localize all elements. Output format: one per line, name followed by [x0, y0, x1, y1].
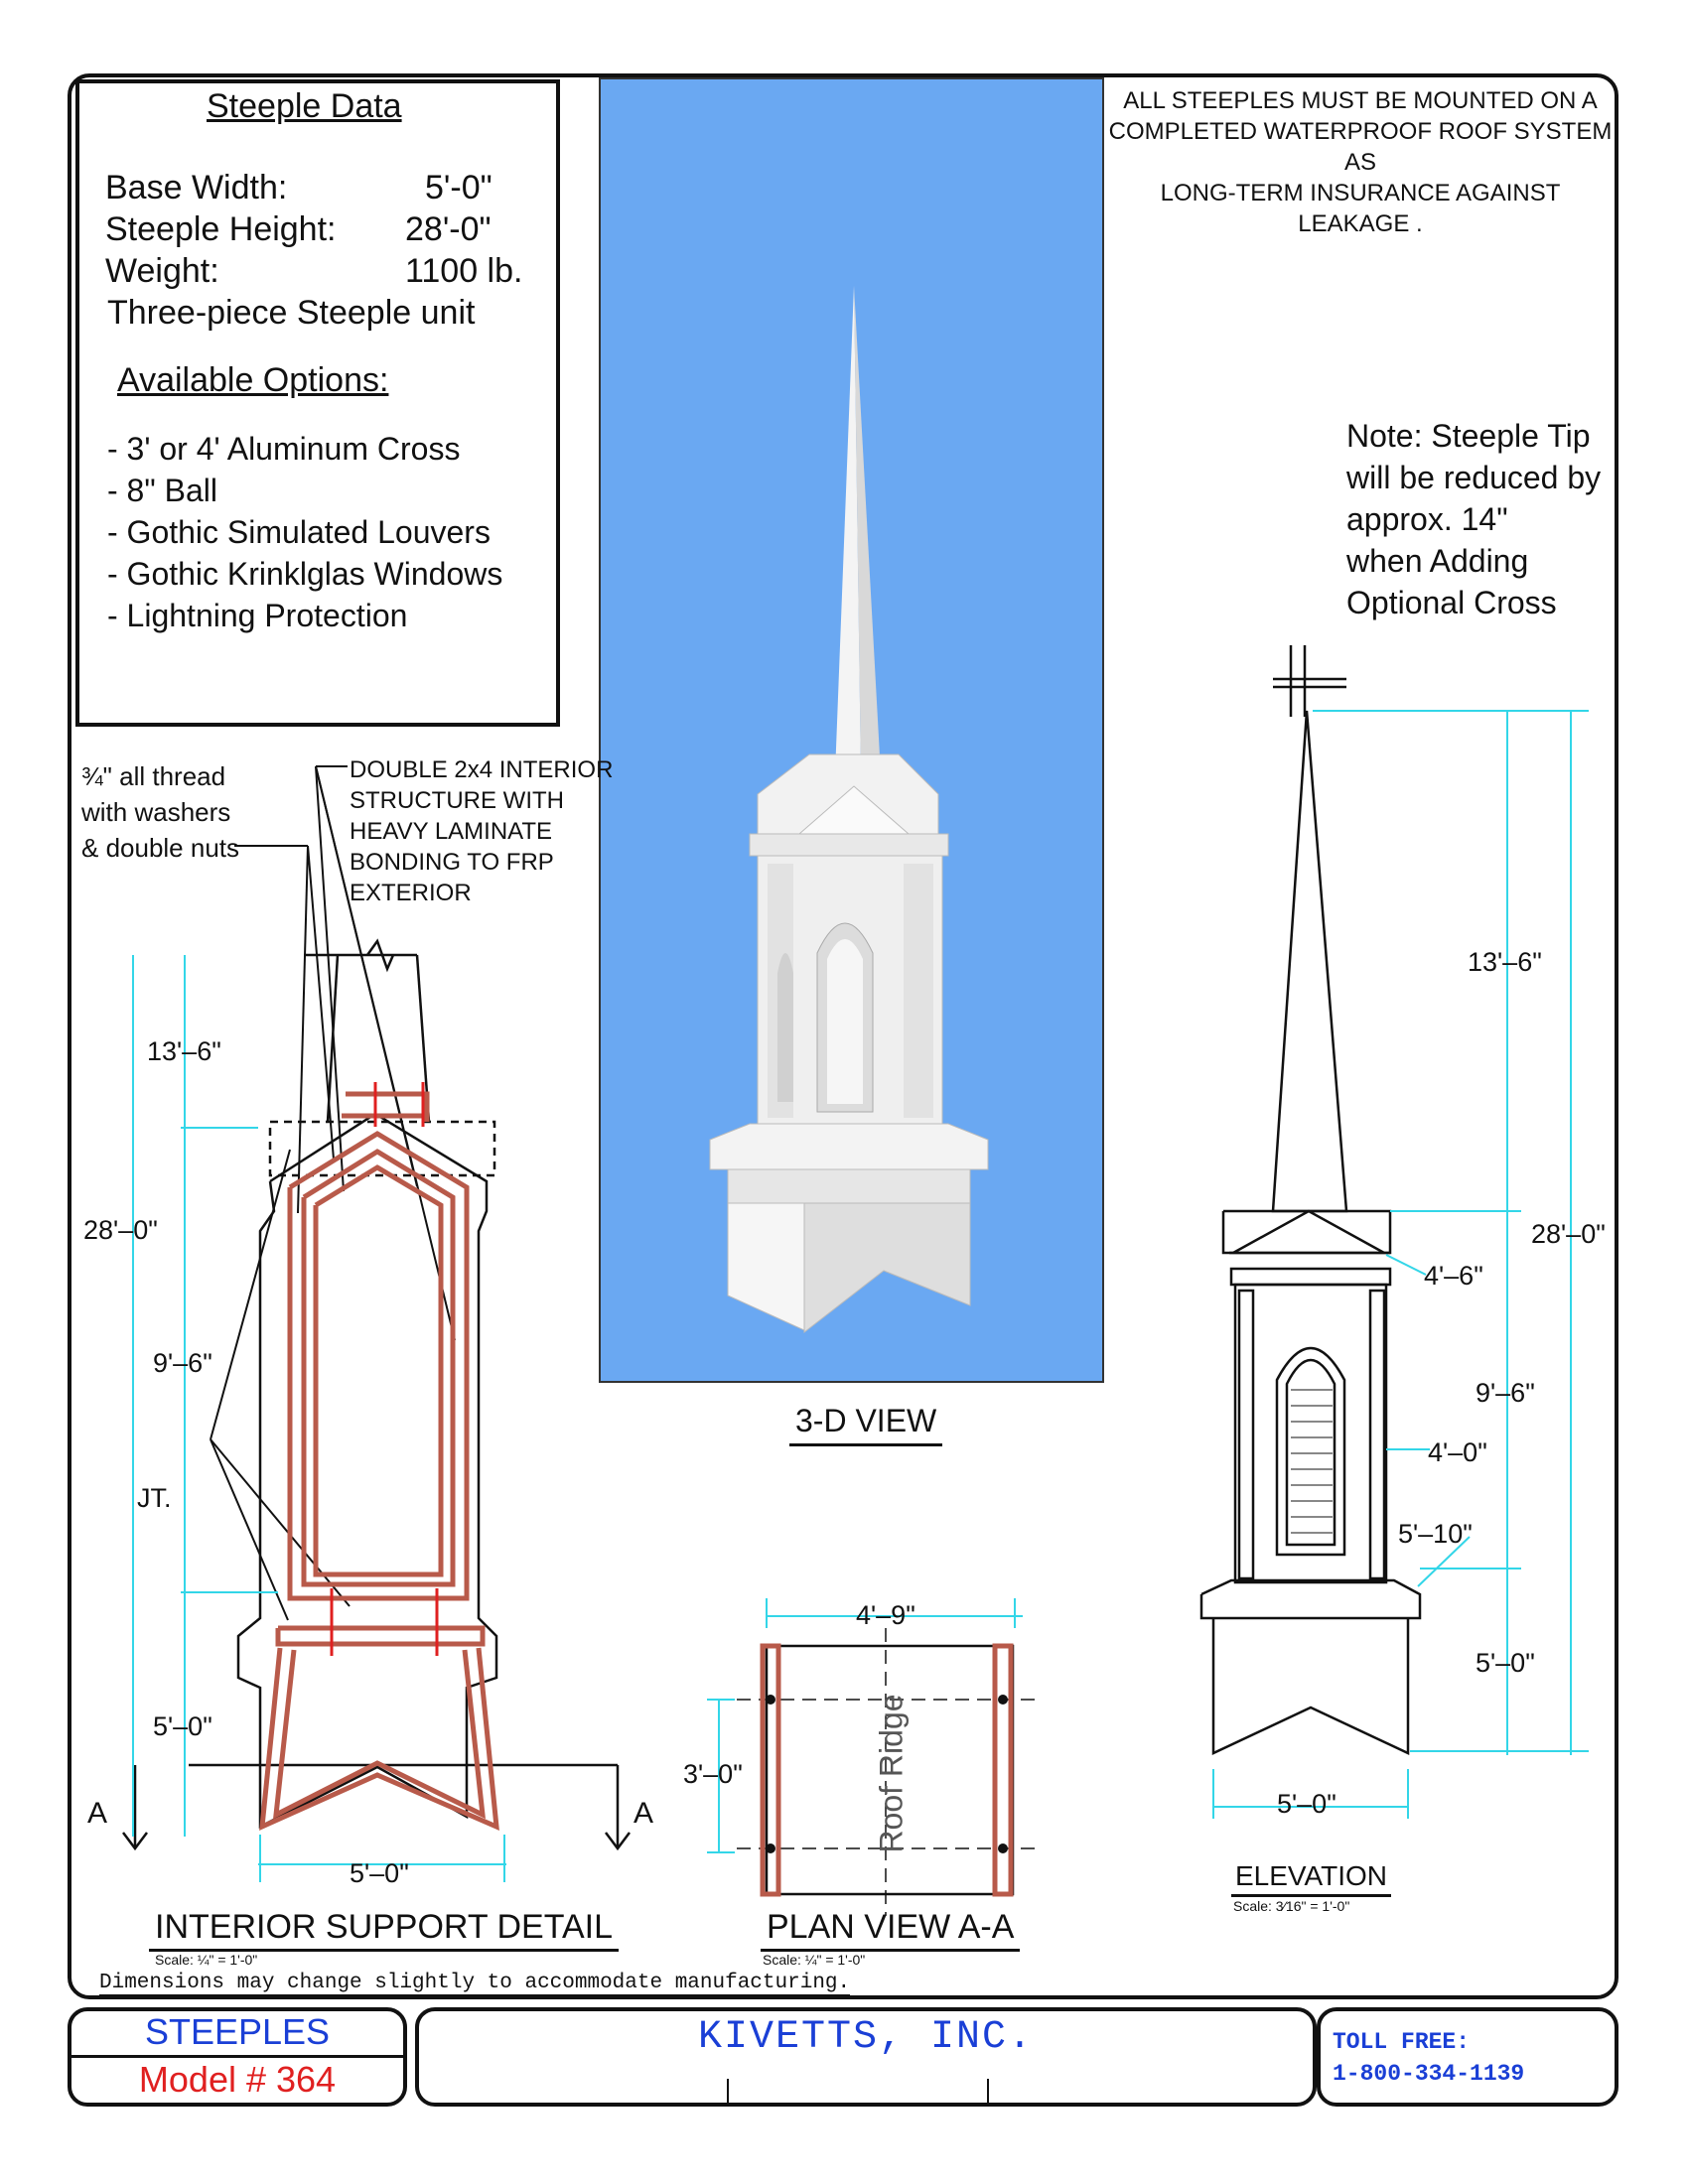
view-title-3d: 3-D VIEW [789, 1403, 943, 1446]
section-mark-left: A [87, 1797, 108, 1830]
elev-dim-base: 5'–0" [1476, 1648, 1535, 1678]
toll-free-label: TOLL FREE: [1333, 2029, 1471, 2055]
interior-dim-belfry: 9'–6" [153, 1348, 212, 1378]
data-row-value: 5'-0" [425, 169, 492, 206]
title-block-tick [987, 2079, 989, 2105]
structure-callout-line: EXTERIOR [350, 880, 472, 906]
tip-note-line: approx. 14" [1346, 501, 1508, 537]
data-row-value: 1100 lb. [405, 252, 523, 290]
data-row-label: Weight: [105, 252, 219, 290]
title-block-divider [71, 2055, 403, 2058]
title-block-model [68, 2007, 407, 2107]
elev-dim-total: 28'–0" [1531, 1219, 1606, 1249]
interior-dim-width: 5'–0" [350, 1858, 409, 1888]
elev-dim-belfry: 9'–6" [1476, 1378, 1535, 1408]
elev-dim-spire: 13'–6" [1468, 947, 1542, 977]
elev-dim-cornice: 5'–10" [1398, 1519, 1473, 1549]
category-label: STEEPLES [144, 2011, 331, 2052]
elevation-scale: Scale: 3⁄16" = 1'-0" [1233, 1898, 1350, 1914]
tip-note-line: Note: Steeple Tip [1346, 418, 1591, 454]
company-name: KIVETTS, INC. [697, 2015, 1035, 2060]
data-row-label: Steeple Height: [105, 210, 337, 248]
thread-callout-line: ¾" all thread [81, 761, 226, 791]
roof-ridge-label: Roof Ridge [873, 1694, 910, 1853]
option-item: - 8" Ball [107, 473, 217, 508]
title-block-contact [1317, 2007, 1618, 2107]
unit-note: Three-piece Steeple unit [107, 294, 476, 332]
three-d-view-panel [599, 77, 1104, 1383]
joint-label: JT. [137, 1483, 172, 1513]
tip-note-line: will be reduced by [1346, 460, 1602, 495]
view-title-elevation: ELEVATION [1231, 1860, 1392, 1897]
option-item: - Gothic Simulated Louvers [107, 514, 491, 550]
interior-dim-total: 28'–0" [83, 1215, 158, 1245]
option-item: - Lightning Protection [107, 598, 408, 633]
elev-dim-width: 5'–0" [1277, 1789, 1336, 1819]
title-block-tick [727, 2079, 729, 2105]
three-d-steeple-render [709, 286, 989, 1334]
plan-scale: Scale: ¼" = 1'-0" [763, 1952, 866, 1968]
data-row-label: Base Width: [105, 169, 288, 206]
structure-callout-line: STRUCTURE WITH [350, 787, 564, 814]
tip-note: Note: Steeple Tip will be reduced by app… [1346, 415, 1601, 623]
data-box-title: Steeple Data [207, 87, 402, 125]
title-block-company [415, 2007, 1317, 2107]
data-row-value: 28'-0" [405, 210, 492, 248]
interior-dim-base: 5'–0" [153, 1711, 212, 1741]
tip-note-line: Optional Cross [1346, 585, 1557, 620]
interior-scale: Scale: ¼" = 1'-0" [155, 1952, 258, 1968]
structure-callout: DOUBLE 2x4 INTERIOR STRUCTURE WITH HEAVY… [350, 754, 613, 908]
view-title-interior: INTERIOR SUPPORT DETAIL [149, 1908, 619, 1952]
tip-note-line: when Adding [1346, 543, 1529, 579]
structure-callout-line: DOUBLE 2x4 INTERIOR [350, 756, 614, 783]
model-label: Model # 364 [138, 2059, 337, 2100]
structure-callout-line: BONDING TO FRP [350, 849, 554, 876]
thread-callout-line: & double nuts [81, 833, 240, 863]
thread-callout-line: with washers [81, 797, 231, 827]
options-title: Available Options: [117, 361, 389, 399]
steeple-data-box [75, 79, 560, 727]
mount-note-line: ALL STEEPLES MUST BE MOUNTED ON A [1123, 87, 1598, 114]
elev-dim-louver: 4'–0" [1428, 1437, 1487, 1467]
option-item: - 3' or 4' Aluminum Cross [107, 431, 461, 467]
mount-note-line: LONG-TERM INSURANCE AGAINST LEAKAGE . [1160, 180, 1561, 237]
plan-dim-depth: 3'–0" [683, 1759, 743, 1789]
interior-dim-spire: 13'–6" [147, 1036, 221, 1066]
mount-note: ALL STEEPLES MUST BE MOUNTED ON A COMPLE… [1108, 85, 1613, 239]
drawing-frame [68, 73, 1618, 1999]
mount-note-line: COMPLETED WATERPROOF ROOF SYSTEM AS [1108, 118, 1613, 176]
plan-dim-width: 4'–9" [856, 1600, 915, 1630]
thread-callout: ¾" all thread with washers & double nuts [81, 758, 239, 866]
phone-number: 1-800-334-1139 [1333, 2061, 1525, 2087]
option-item: - Gothic Krinklglas Windows [107, 556, 503, 592]
section-mark-right: A [633, 1797, 654, 1830]
view-title-plan: PLAN VIEW A-A [761, 1908, 1021, 1952]
structure-callout-line: HEAVY LAMINATE [350, 818, 553, 845]
elev-dim-gable: 4'–6" [1424, 1261, 1483, 1291]
disclaimer: Dimensions may change slightly to accomm… [99, 1972, 851, 1996]
